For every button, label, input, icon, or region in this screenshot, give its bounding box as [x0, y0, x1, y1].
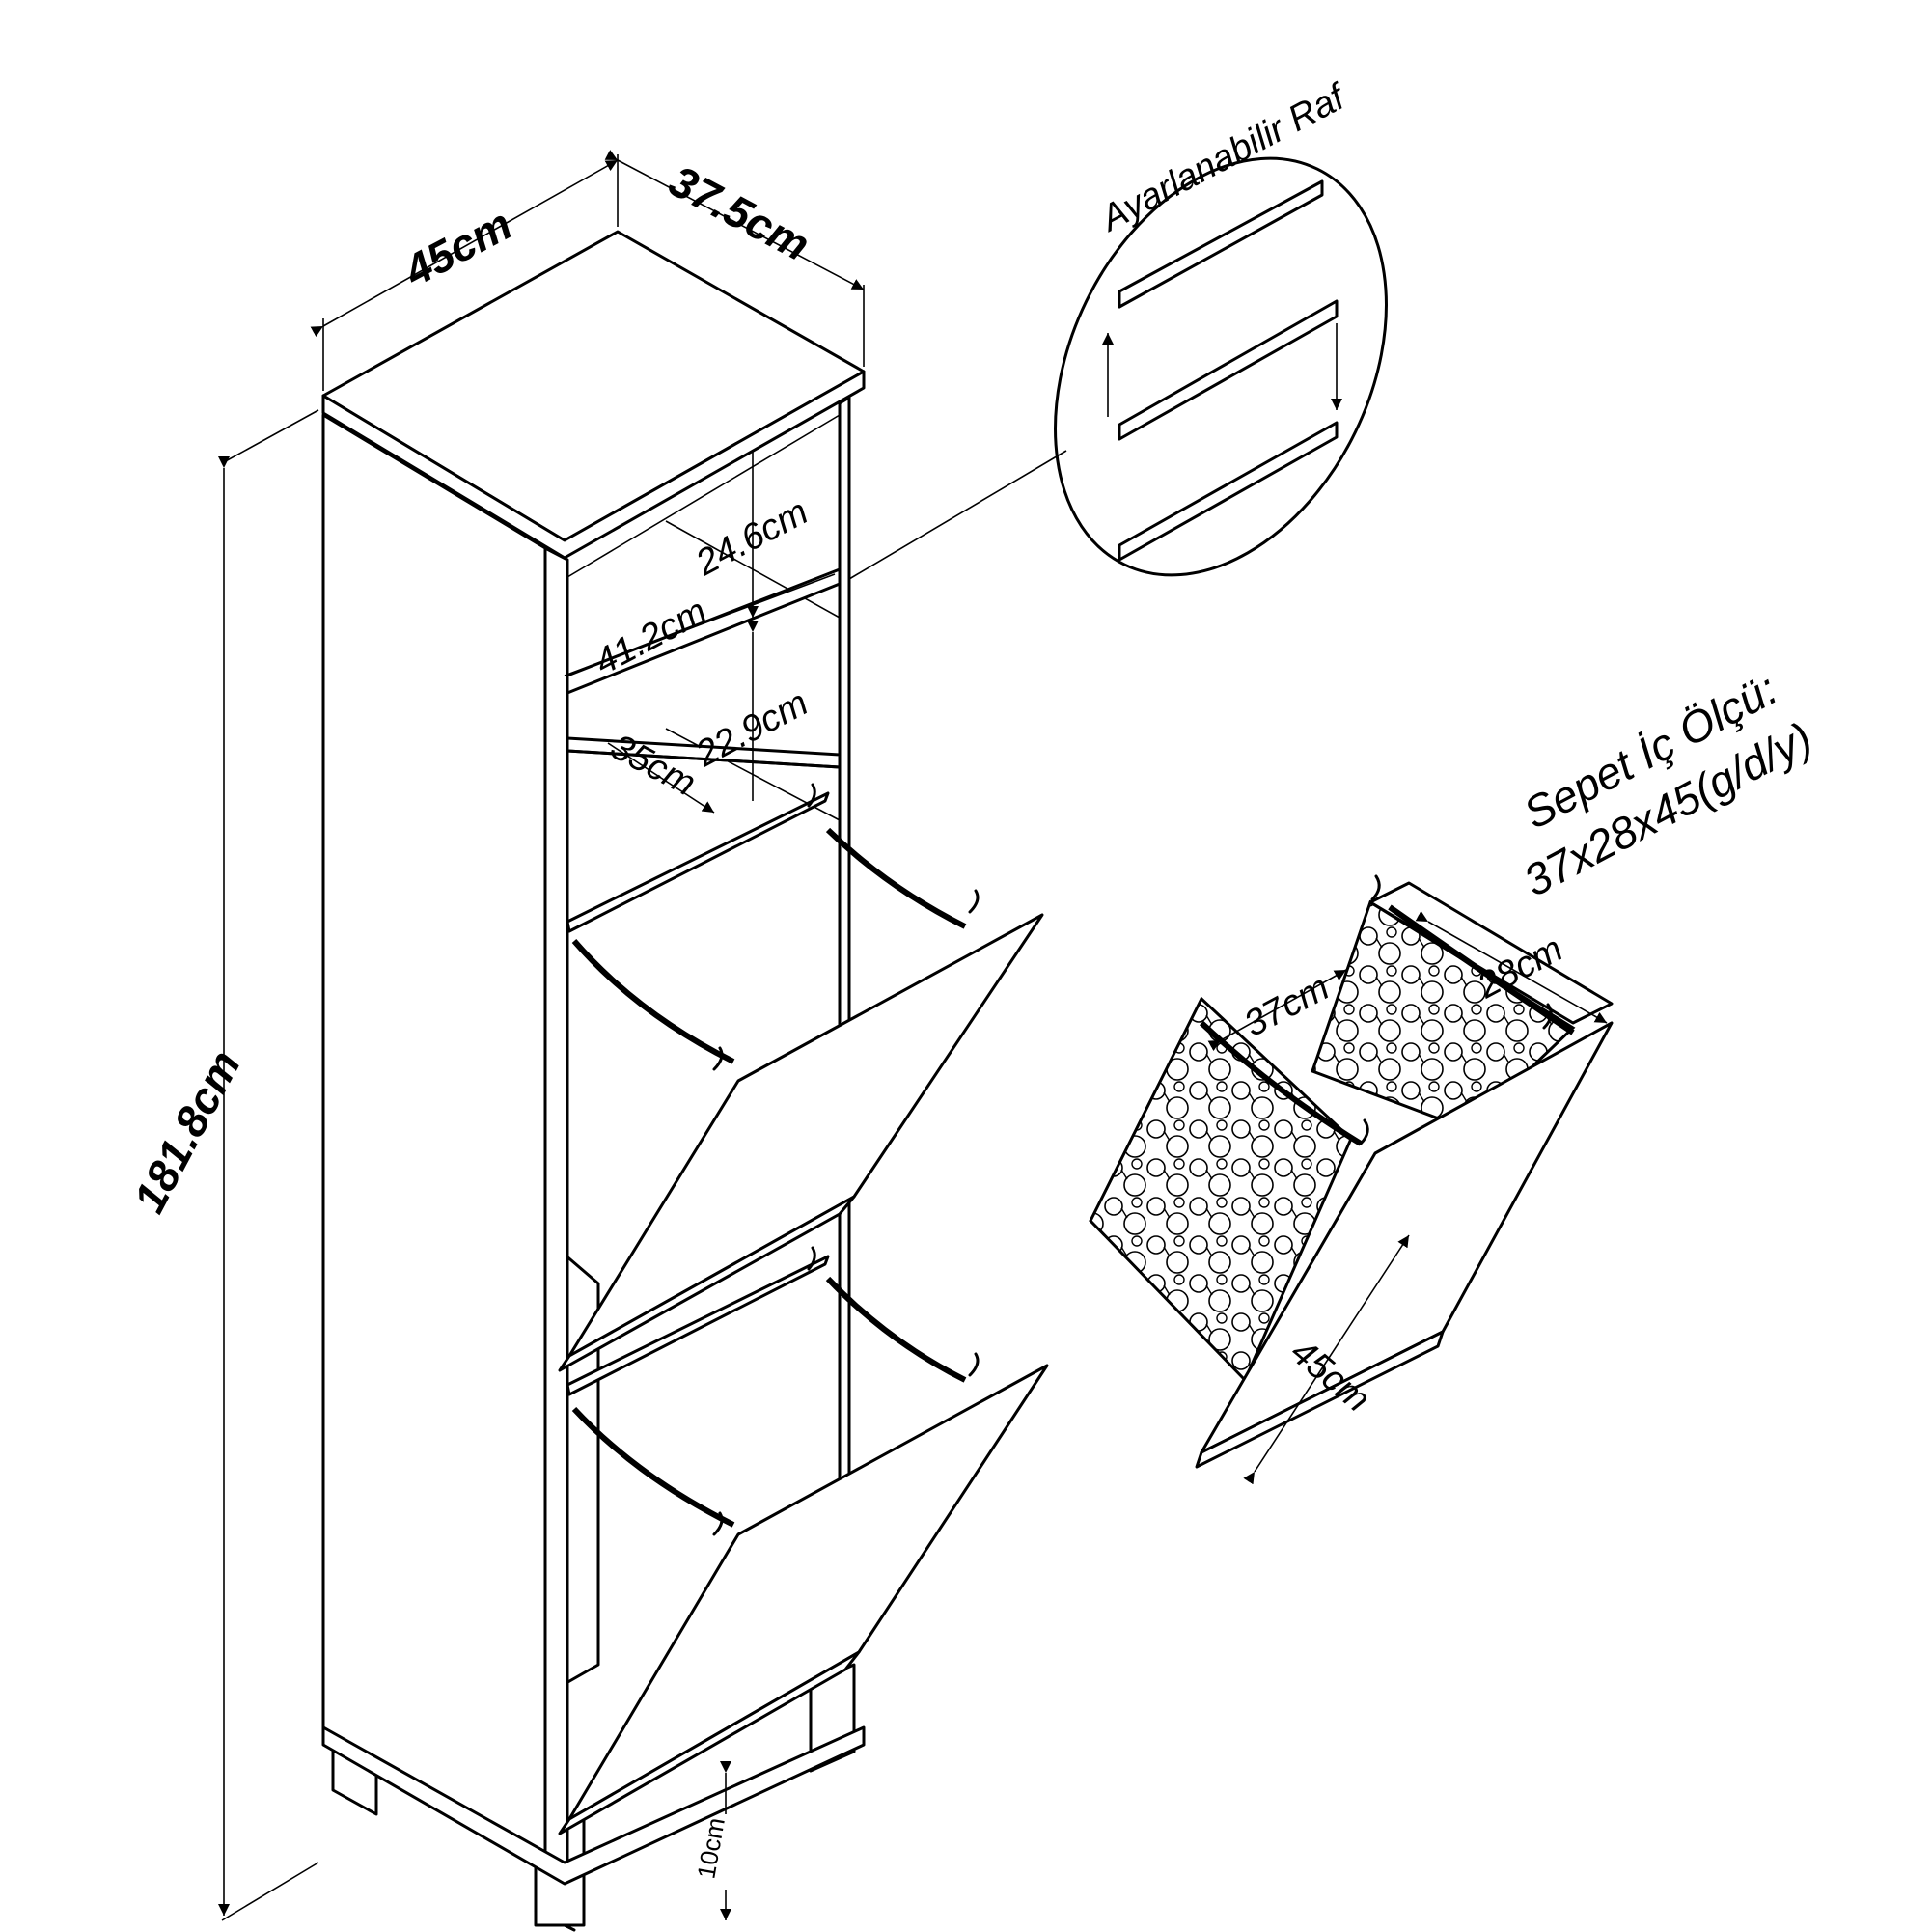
hinge-icon — [807, 783, 816, 808]
cabinet-drawer-top-body — [566, 791, 830, 933]
detail-shelf-1 — [1118, 179, 1324, 309]
width-dimension-line — [310, 159, 619, 338]
cabinet-front-edge — [543, 546, 569, 1884]
cabinet — [321, 230, 1049, 1932]
basket-width-label: 37cm — [1238, 967, 1337, 1045]
drawer-bottom-curve — [571, 1406, 735, 1528]
basket-depth-line — [1415, 910, 1608, 1024]
basket-detail: Sepet İç Ölçü: 37x28x45(g/d/y) 37cm 28cm… — [1089, 663, 1820, 1485]
hinge-icon — [712, 1511, 724, 1536]
drawer-bottom-curve-2 — [825, 1276, 967, 1383]
adjustable-shelf-detail: Ayarlanabilir Raf — [848, 76, 1388, 580]
cabinet-drawer-bottom-body — [566, 1255, 830, 1396]
shelf-depth-label: 35cm — [604, 727, 703, 805]
cabinet-drawer-top-front — [567, 913, 1044, 1358]
leg-height-label: 10cm — [691, 1815, 731, 1881]
cabinet-middle-shelf — [566, 567, 842, 695]
depth-dimension-line — [604, 150, 865, 290]
basket-height-line — [1243, 1234, 1410, 1485]
drawer-top-curve — [571, 939, 735, 1064]
cabinet-top-edge — [321, 370, 866, 560]
hinge-icon — [968, 889, 980, 914]
detail-shelf-3 — [1118, 421, 1339, 562]
shelf-depth-dim-line — [607, 742, 715, 814]
cabinet-left-side — [321, 413, 566, 1884]
basket-width-line — [1207, 969, 1347, 1052]
cabinet-drawer-top-front-edge — [558, 1195, 856, 1372]
hinge-icon — [968, 1352, 980, 1377]
hinge-icon — [1370, 874, 1381, 901]
adjustable-shelf-label: Ayarlanabilir Raf — [1093, 76, 1354, 240]
width-label: 45cm — [395, 199, 519, 297]
cabinet-drawer-bottom-front-edge — [558, 1650, 861, 1835]
height-label: 181.8cm — [124, 1042, 250, 1221]
depth-label: 37.5cm — [661, 155, 817, 270]
detail-ellipse — [1054, 156, 1388, 577]
detail-leader-line — [848, 450, 1067, 580]
shelf-back-line — [566, 414, 841, 578]
drawer-top-curve-2 — [825, 827, 967, 929]
cabinet-bottom-plinth — [321, 1725, 866, 1886]
hinge-icon — [807, 1246, 816, 1271]
shelf-top-gap-label: 24.6cm — [689, 491, 815, 584]
hinge-icon — [1359, 1118, 1369, 1145]
hinge-icon — [712, 1046, 724, 1071]
inner-width-line — [564, 573, 836, 676]
detail-shelf-2 — [1118, 299, 1339, 441]
